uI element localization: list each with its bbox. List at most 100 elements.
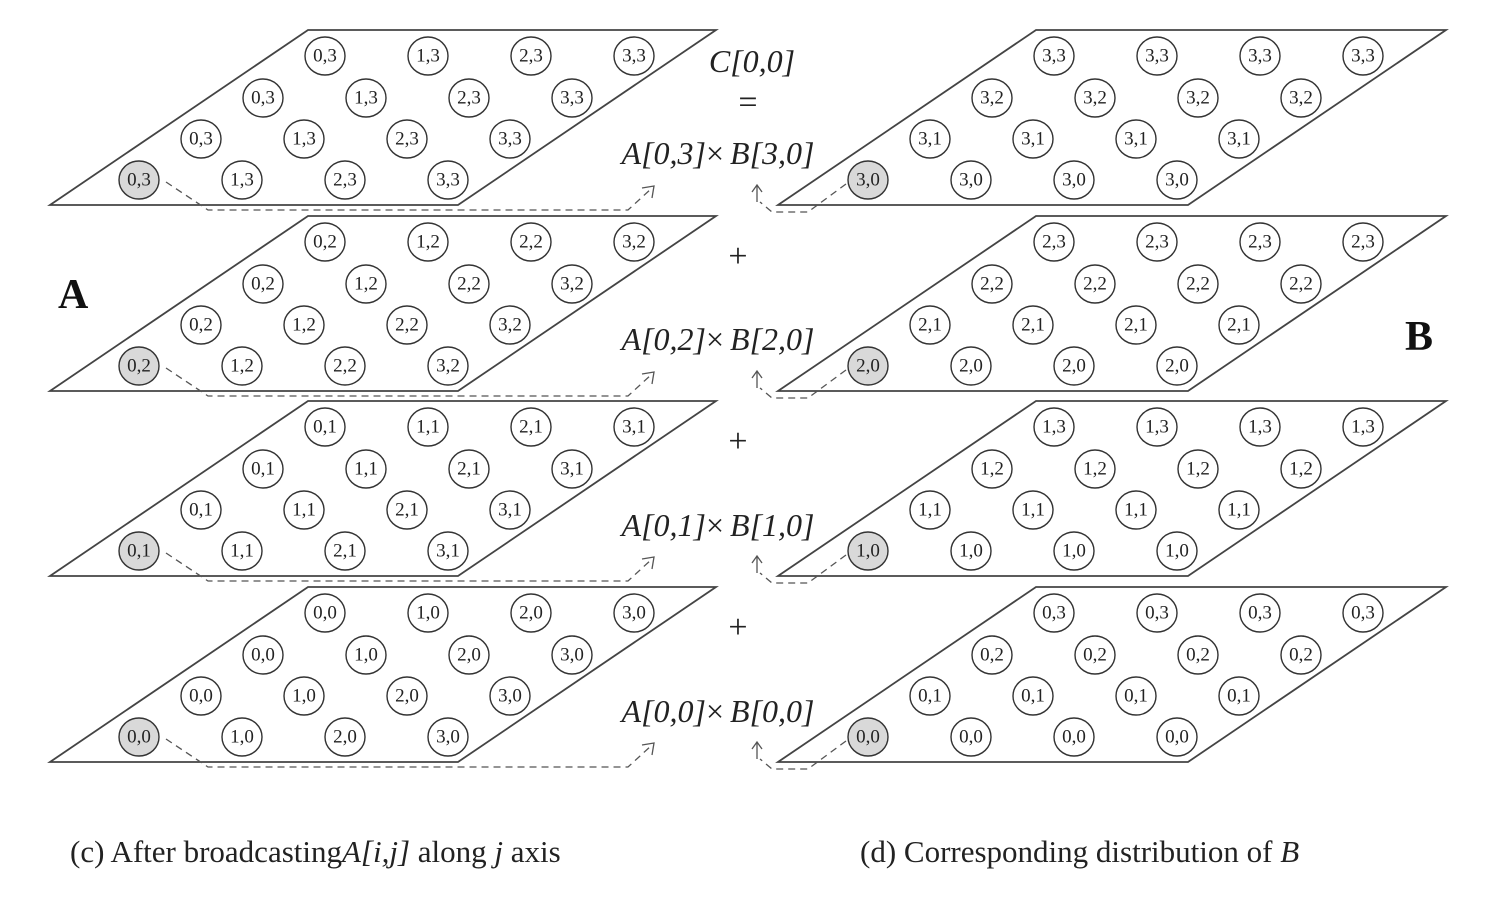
arrow-icon	[641, 371, 655, 385]
processor-node	[971, 635, 1013, 675]
caption-left: (c) After broadcastingA[i,j] along j axi…	[70, 834, 561, 870]
processor-node	[950, 531, 992, 571]
processor-node	[283, 490, 325, 530]
processor-label: 3,2	[436, 356, 460, 377]
processor-label: 1,0	[1062, 541, 1086, 562]
processor-node	[1115, 305, 1157, 345]
connector-pair	[165, 552, 847, 584]
processor-label: 0,1	[918, 686, 942, 707]
processor-label: 0,0	[313, 603, 337, 624]
processor-label: 2,3	[1145, 232, 1169, 253]
processor-node	[221, 160, 263, 200]
processor-node	[180, 119, 222, 159]
processor-node	[909, 305, 951, 345]
processor-node	[1177, 635, 1219, 675]
processor-label: 3,3	[1042, 46, 1066, 67]
processor-label: 3,3	[1351, 46, 1375, 67]
plane-outline	[47, 215, 719, 392]
connector-a	[165, 552, 653, 582]
processor-label: 3,0	[1165, 170, 1189, 191]
processor-node	[551, 635, 593, 675]
processor-label: 2,0	[333, 727, 357, 748]
processor-label: 0,0	[1165, 727, 1189, 748]
processor-label: 2,0	[1062, 356, 1086, 377]
processor-node	[180, 305, 222, 345]
processor-label: 0,2	[313, 232, 337, 253]
processor-node	[1342, 407, 1384, 447]
processor-node	[909, 676, 951, 716]
processor-node	[304, 593, 346, 633]
processor-label: 3,1	[1227, 129, 1251, 150]
processor-label: 0,0	[189, 686, 213, 707]
processor-label: 2,1	[1021, 315, 1045, 336]
processor-node	[1156, 346, 1198, 386]
processor-label: 0,3	[189, 129, 213, 150]
processor-label: 3,3	[622, 46, 646, 67]
processor-node	[283, 676, 325, 716]
processor-label: 2,1	[457, 459, 481, 480]
processor-label: 1,3	[292, 129, 316, 150]
processor-label: 3,2	[1289, 88, 1313, 109]
product-term: A[0,3]×B[3,0]	[620, 135, 815, 171]
processor-label: 1,2	[1186, 459, 1210, 480]
processor-label: 2,3	[1248, 232, 1272, 253]
processor-label: 3,2	[560, 274, 584, 295]
product-b: B[2,0]	[730, 321, 814, 357]
processor-label: 2,0	[457, 645, 481, 666]
processor-node	[221, 717, 263, 757]
equals-sign: =	[738, 84, 757, 121]
processor-node	[1136, 36, 1178, 76]
processor-label: 3,3	[1145, 46, 1169, 67]
processor-node	[1177, 264, 1219, 304]
arrow-up-icon	[751, 740, 763, 759]
processor-label: 2,2	[457, 274, 481, 295]
processor-node	[1136, 407, 1178, 447]
processor-label: 2,0	[856, 356, 880, 377]
processor-label: 2,1	[918, 315, 942, 336]
processor-label: 3,3	[436, 170, 460, 191]
plus-sign: +	[728, 238, 747, 275]
processor-node	[551, 449, 593, 489]
processor-label: 3,3	[560, 88, 584, 109]
processor-label: 3,1	[1021, 129, 1045, 150]
processor-label: 2,3	[1042, 232, 1066, 253]
processor-node	[1218, 676, 1260, 716]
processor-label: 2,0	[1165, 356, 1189, 377]
processor-label: 0,1	[1124, 686, 1148, 707]
processor-label: 3,3	[1248, 46, 1272, 67]
processor-label: 3,1	[1124, 129, 1148, 150]
processor-node	[971, 78, 1013, 118]
processor-node	[1136, 222, 1178, 262]
processor-node	[283, 305, 325, 345]
processor-node	[118, 717, 160, 757]
processor-label: 3,2	[498, 315, 522, 336]
processor-label: 1,1	[354, 459, 378, 480]
processor-label: 0,3	[1145, 603, 1169, 624]
processor-label: 3,0	[436, 727, 460, 748]
processor-node	[221, 346, 263, 386]
processor-node	[407, 593, 449, 633]
processor-node	[971, 449, 1013, 489]
processor-node	[1239, 593, 1281, 633]
processor-label: 2,2	[519, 232, 543, 253]
caption-left-prefix: (c) After broadcasting	[70, 834, 342, 869]
processor-node	[1177, 78, 1219, 118]
processor-node	[1053, 160, 1095, 200]
processor-label: 1,1	[1021, 500, 1045, 521]
plane-outline	[47, 586, 719, 763]
processor-node	[427, 160, 469, 200]
processor-node	[489, 119, 531, 159]
processor-label: 3,2	[1186, 88, 1210, 109]
processor-node	[180, 676, 222, 716]
processor-label: 3,0	[498, 686, 522, 707]
processor-node	[1156, 160, 1198, 200]
processor-node	[1115, 119, 1157, 159]
processor-label: 0,2	[251, 274, 275, 295]
processor-label: 3,2	[1083, 88, 1107, 109]
processor-label: 1,2	[230, 356, 254, 377]
connector-a	[165, 738, 653, 768]
processor-label: 0,2	[1289, 645, 1313, 666]
connector-b	[759, 183, 847, 213]
